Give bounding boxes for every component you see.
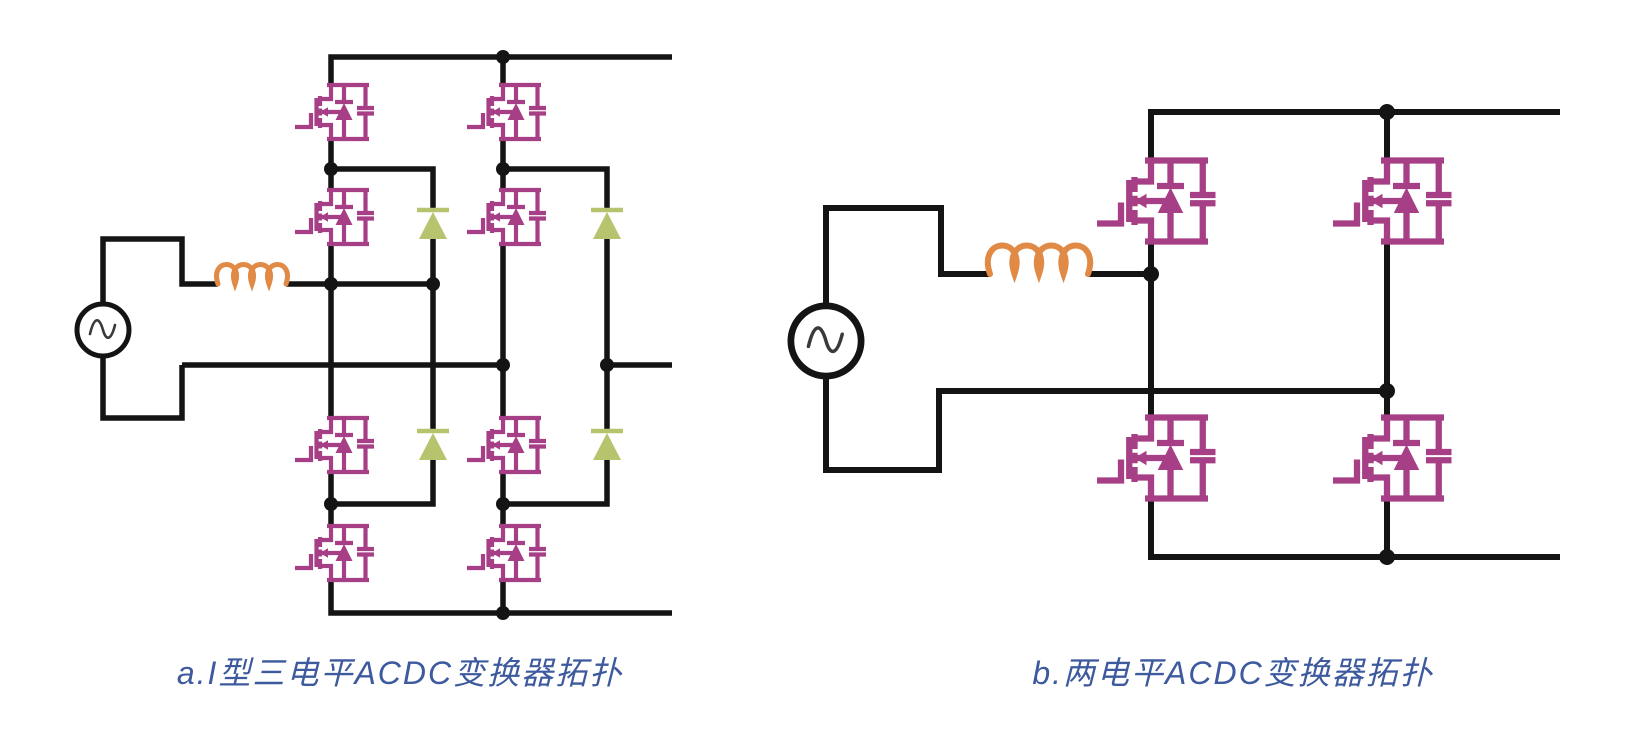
mosfet-icon (1097, 161, 1216, 242)
clamp-diode-icon (591, 431, 623, 460)
junction-dot (496, 358, 510, 372)
wire-dc-plus-rail-b (1148, 109, 1560, 161)
junction-dot (496, 606, 510, 620)
junction-dot (1379, 383, 1395, 399)
ac-source-icon (77, 304, 129, 356)
mosfet-icon (467, 526, 546, 580)
clamp-diode-icon (591, 210, 623, 239)
mosfet-icon (1333, 161, 1452, 242)
mosfet-icon (467, 418, 546, 472)
wire-clamp-chain1-a (331, 166, 436, 507)
wire-dc-minus-rail-b (1148, 498, 1560, 560)
inductor-icon (985, 242, 1093, 284)
mosfet-icon (467, 190, 546, 244)
junction-dot (324, 277, 338, 291)
wire-dc-plus-rail-a (328, 54, 672, 85)
caption-panel-a: a.I型三电平ACDC变换器拓扑 (177, 655, 623, 691)
clamp-diode-icon (417, 210, 449, 239)
wire-source-bottom-a (100, 356, 185, 421)
junction-dot (496, 497, 510, 511)
ac-source-icon (791, 306, 861, 376)
junction-dot (600, 358, 614, 372)
panel-b-two-level-converter: b.两电平ACDC变换器拓扑 (791, 104, 1560, 691)
mosfet-icon (295, 418, 374, 472)
mosfet-icon (1097, 418, 1216, 499)
inductor-icon (214, 262, 290, 292)
clamp-diode-icon (417, 431, 449, 460)
junction-dot (324, 497, 338, 511)
caption-panel-b: b.两电平ACDC变换器拓扑 (1032, 655, 1433, 691)
panel-a-three-level-converter: a.I型三电平ACDC变换器拓扑 (77, 50, 672, 691)
mosfet-icon (1333, 418, 1452, 499)
mosfet-icon (295, 190, 374, 244)
wire-neutral-line-b (823, 376, 1387, 473)
wire-dc-minus-rail-a (328, 580, 672, 616)
junction-dot (496, 50, 510, 64)
junction-dot (1379, 549, 1395, 565)
mosfet-icon (467, 85, 546, 139)
wire-source-top-b (823, 205, 990, 306)
junction-dot (1379, 104, 1395, 120)
mosfet-icon (295, 526, 374, 580)
junction-dot (426, 277, 440, 291)
junction-dot (1143, 266, 1159, 282)
mosfet-icon (295, 85, 374, 139)
wire-clamp-chain2-a (503, 166, 610, 507)
junction-dot (496, 162, 510, 176)
wire-source-top-a (100, 236, 218, 304)
junction-dot (324, 162, 338, 176)
